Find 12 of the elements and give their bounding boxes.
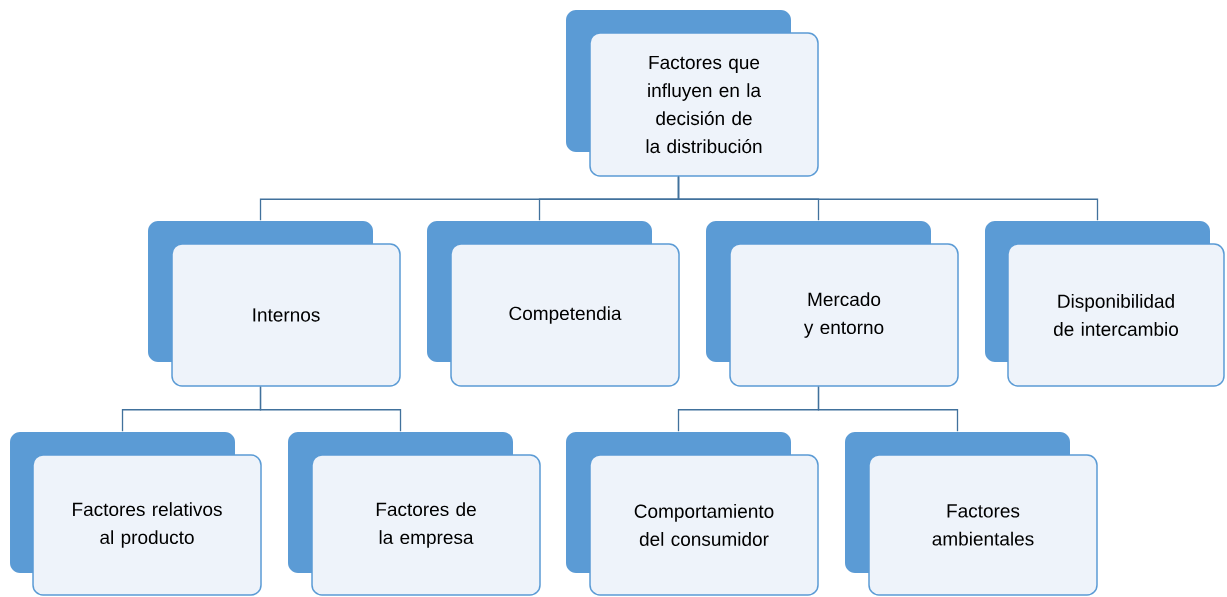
stacked-box: Disponibilidad de intercambio <box>985 221 1225 387</box>
connector-line <box>259 386 402 432</box>
stacked-box: Comportamiento del consumidor <box>566 432 819 596</box>
stacked-box: Factores relativos al producto <box>10 432 262 596</box>
stacked-box: Mercado y entorno <box>706 221 959 387</box>
stacked-box: Factores que influyen en la decisión de la distribución <box>566 10 819 177</box>
stacked-box: Internos <box>148 221 401 387</box>
stacked-box: Competendia <box>427 221 680 387</box>
stacked-box: Factores de la empresa <box>288 432 541 596</box>
connector-line <box>677 176 1099 221</box>
connector-line <box>817 386 959 432</box>
stacked-box: Factores ambientales <box>845 432 1098 596</box>
